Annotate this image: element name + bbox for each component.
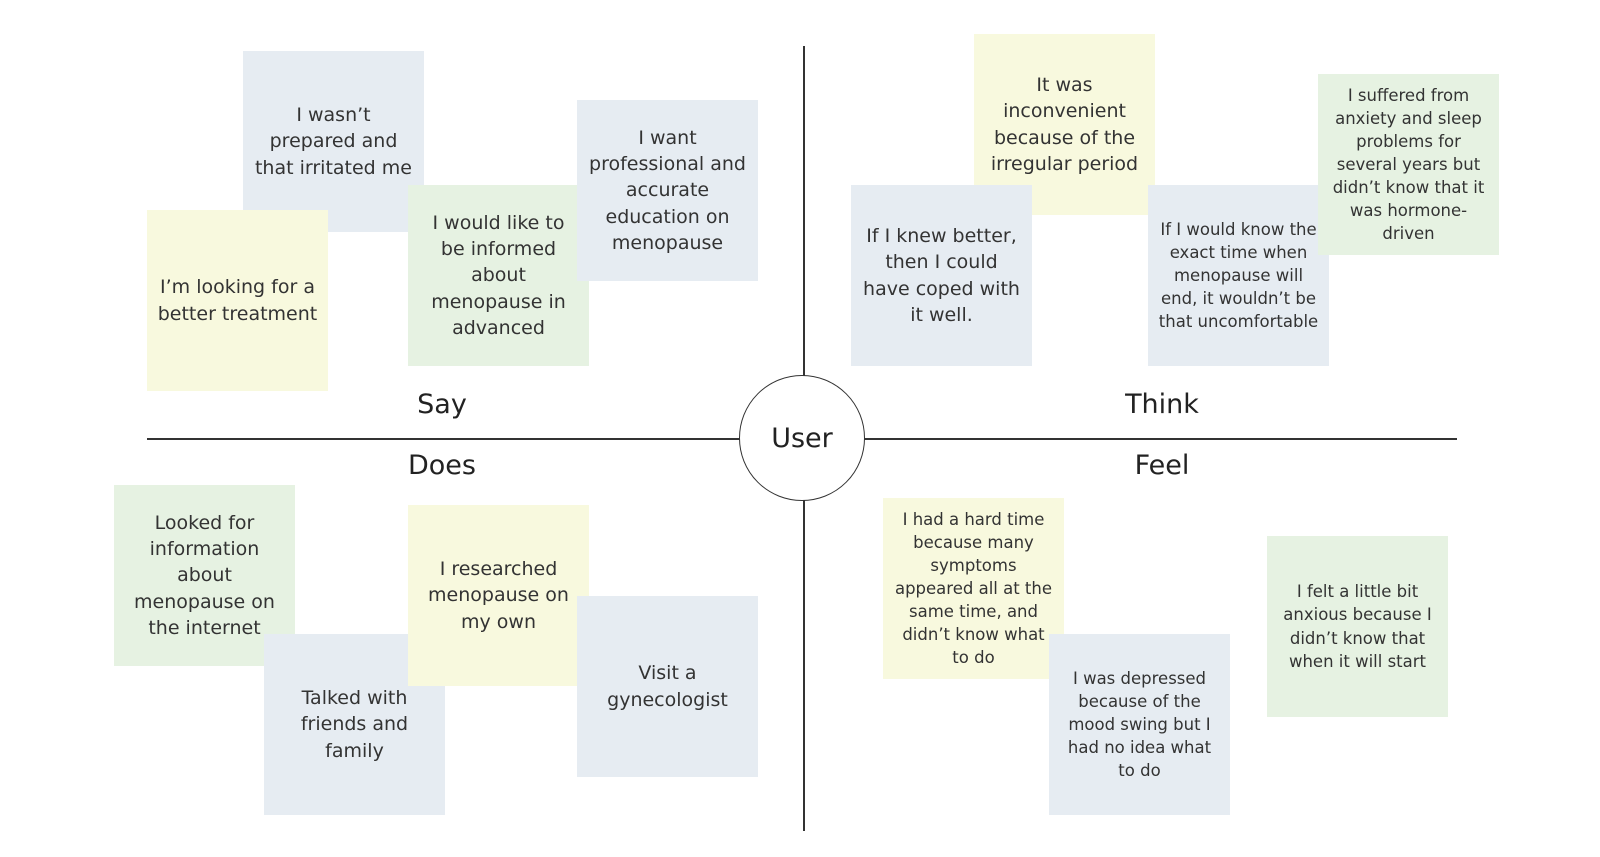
think-note-exact-time: If I would know the exact time when meno… [1148,185,1329,366]
does-note-own-research: I researched menopause on my own [408,505,589,686]
think-note-knew-better: If I knew better, then I could have cope… [851,185,1032,366]
think-note-inconvenient: It was inconvenient because of the irreg… [974,34,1155,215]
think-note-anxiety-sleep: I suffered from anxiety and sleep proble… [1318,74,1499,255]
quadrant-label-feel: Feel [1134,450,1190,481]
feel-note-anxious: I felt a little bit anxious because I di… [1267,536,1448,717]
quadrant-label-does: Does [408,450,476,481]
center-user-circle: User [739,375,865,501]
feel-note-hard-time: I had a hard time because many symptoms … [883,498,1064,679]
say-note-better-treatment: I’m looking for a better treatment [147,210,328,391]
say-note-informed-advance: I would like to be informed about menopa… [408,185,589,366]
feel-note-depressed: I was depressed because of the mood swin… [1049,634,1230,815]
does-note-gynecologist: Visit a gynecologist [577,596,758,777]
say-note-unprepared: I wasn’t prepared and that irritated me [243,51,424,232]
say-note-professional-education: I want professional and accurate educati… [577,100,758,281]
quadrant-label-say: Say [417,389,467,420]
quadrant-label-think: Think [1125,389,1199,420]
